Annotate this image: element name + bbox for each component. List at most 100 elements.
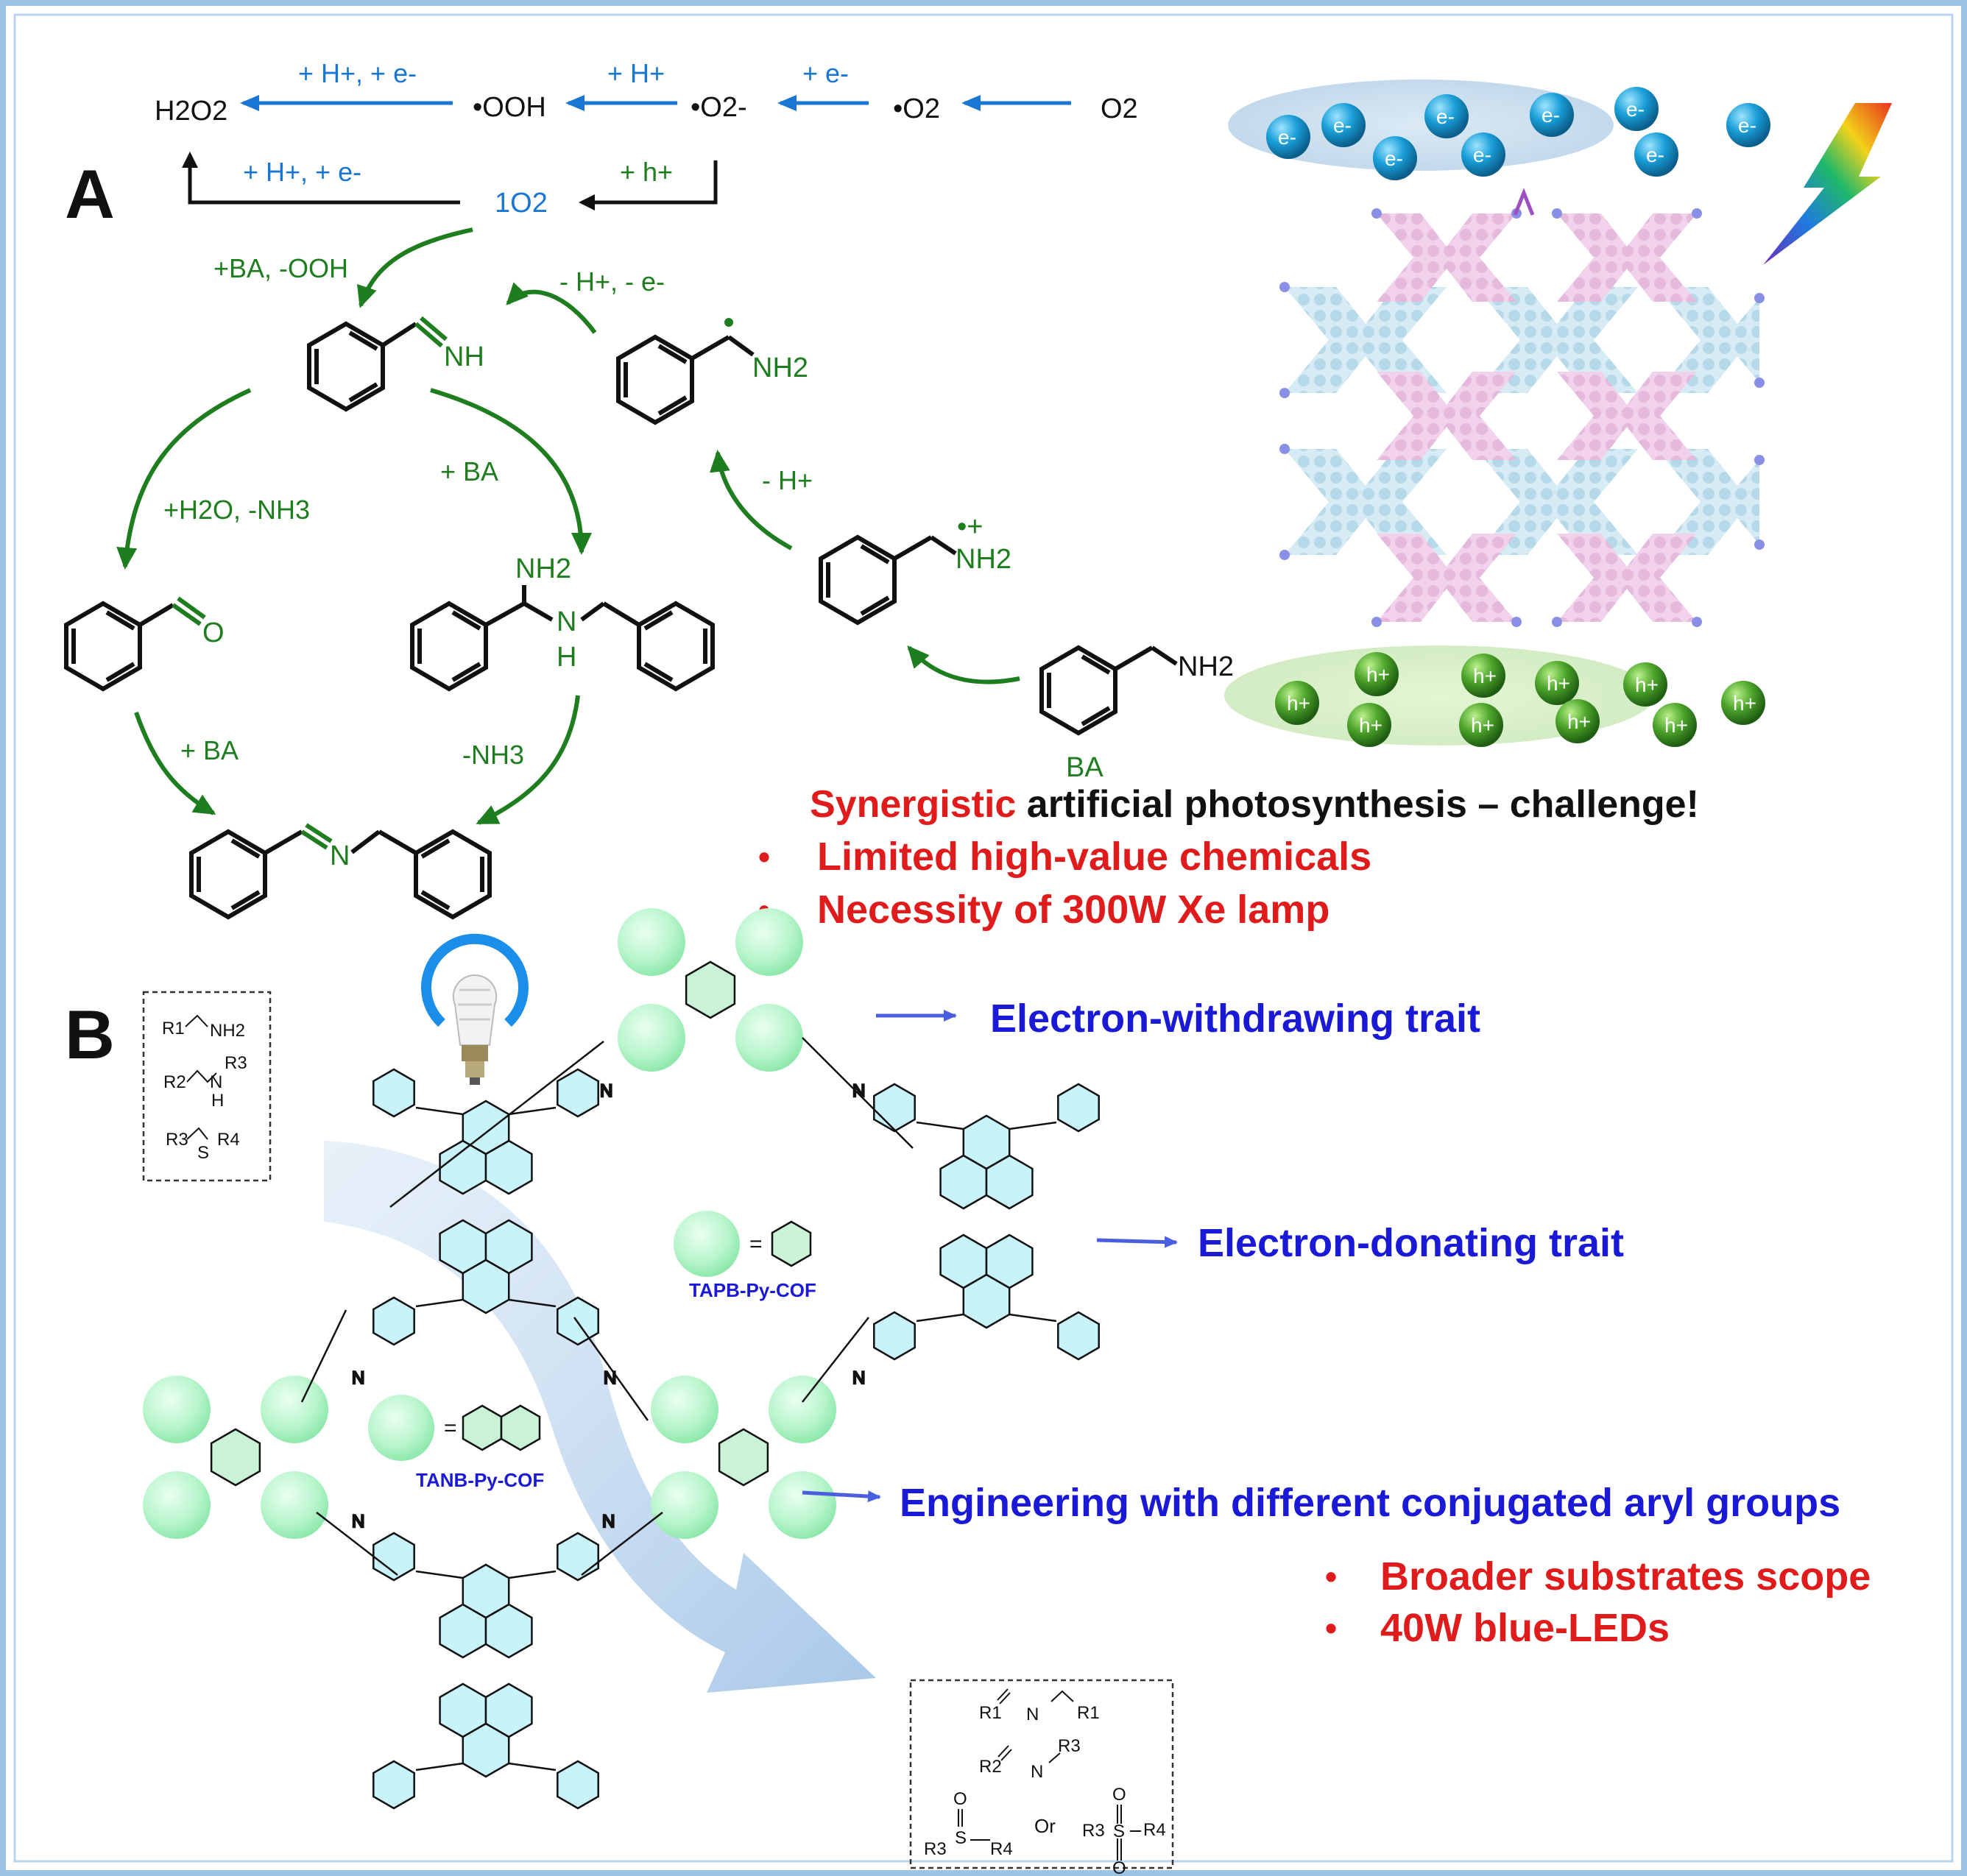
electron-sphere xyxy=(1266,115,1310,159)
aminal-h-label: H xyxy=(557,642,576,673)
bond xyxy=(573,1317,649,1421)
bond xyxy=(581,1512,663,1576)
tanb-label: TANB-Py-COF xyxy=(416,1469,544,1491)
electron-sphere xyxy=(1614,87,1659,131)
prod-r3b: R3 xyxy=(924,1839,947,1859)
phenyl-ring xyxy=(1057,1083,1100,1133)
electron-label: e- xyxy=(1436,105,1455,128)
aryl-bead xyxy=(261,1471,328,1539)
sub-n: N xyxy=(210,1072,222,1092)
imine-n-label: N xyxy=(602,1512,615,1532)
electron-label: e- xyxy=(1626,98,1645,121)
cation-nh2-label: NH2 xyxy=(956,544,1011,575)
electron-label: e- xyxy=(1738,114,1756,137)
sub-r3: R3 xyxy=(225,1053,247,1073)
challenge-bullet-1-mark: • xyxy=(758,838,770,876)
hole-label: h+ xyxy=(1471,714,1494,737)
aryl-bead xyxy=(769,1471,836,1539)
challenge-title-rest: artificial photosynthesis – challenge! xyxy=(1016,783,1699,826)
donating-trait: Electron-donating trait xyxy=(1198,1221,1624,1265)
phenyl-ring xyxy=(873,1311,916,1361)
imine-n-label: N xyxy=(604,1368,616,1388)
h2o-nh3-label: +H2O, -NH3 xyxy=(163,495,310,525)
prod-n2: N xyxy=(1031,1762,1043,1782)
electron-label: e- xyxy=(1385,147,1403,170)
linker-ring xyxy=(685,960,736,1019)
aryl-bead xyxy=(261,1376,328,1443)
step-h-e-label: + H+, + e- xyxy=(298,58,417,88)
product-n-label: N xyxy=(330,840,350,871)
lightning-bolt-icon xyxy=(1763,103,1892,265)
prod-r1b: R1 xyxy=(1077,1703,1100,1723)
o2-anion-label: •O2- xyxy=(691,92,747,123)
bond xyxy=(415,1106,463,1116)
step-e-label: + e- xyxy=(802,58,849,88)
aminal-nh2-label: NH2 xyxy=(515,553,571,584)
substrate-box xyxy=(142,991,272,1182)
prod-o2b: O xyxy=(1112,1858,1126,1876)
hole-sphere xyxy=(1623,662,1667,707)
phenyl-ring xyxy=(372,1296,415,1346)
hole-sphere xyxy=(1355,652,1399,696)
hole-sphere xyxy=(1275,681,1319,725)
pyrene-ring xyxy=(462,1259,510,1314)
bond xyxy=(1009,1121,1057,1130)
hole-label: h+ xyxy=(1664,714,1688,737)
aryl-bead xyxy=(143,1471,211,1539)
aryl-bead xyxy=(368,1395,434,1461)
h-loss-label: - H+ xyxy=(762,465,813,495)
arrow-hole-to-singlet xyxy=(579,160,718,210)
sub-r4: R4 xyxy=(217,1130,240,1150)
legend-benzene xyxy=(771,1220,812,1267)
sub-h: H xyxy=(211,1091,224,1111)
phenyl-ring xyxy=(1057,1311,1100,1361)
phenyl-ring xyxy=(557,1760,599,1810)
challenge-bullet-1: Limited high-value chemicals xyxy=(817,835,1371,879)
h2o2-label: H2O2 xyxy=(155,96,227,127)
sub-s: S xyxy=(197,1143,209,1163)
electron-sphere xyxy=(1321,103,1366,147)
electrons: e-e-e-e-e-e-e-e-e- xyxy=(1266,87,1770,180)
tapb-label: TAPB-Py-COF xyxy=(689,1279,816,1301)
electron-label: e- xyxy=(1542,104,1560,127)
engineering-trait: Engineering with different conjugated ar… xyxy=(900,1481,1840,1525)
substrate-structures xyxy=(185,1014,217,1140)
radical-dot xyxy=(724,318,733,327)
product-imine-molecule xyxy=(189,823,492,920)
imine-n-label: N xyxy=(852,1081,865,1101)
imine-n-label: N xyxy=(352,1368,364,1388)
photoreaction-swoosh xyxy=(324,1141,876,1693)
bond xyxy=(916,1121,964,1130)
hole-label: h+ xyxy=(1547,672,1570,695)
arrow-singlet-to-h2o2 xyxy=(182,152,460,205)
cation-molecule xyxy=(819,534,957,626)
prod-r4: R4 xyxy=(990,1839,1013,1859)
electron-label: e- xyxy=(1278,126,1296,149)
phenyl-ring xyxy=(372,1068,415,1118)
hole-label: h+ xyxy=(1733,692,1756,715)
arrow-ba-to-cation xyxy=(907,645,1020,684)
lightbulb-icon xyxy=(421,933,529,1085)
ba-label: BA xyxy=(1066,752,1103,783)
engineering-arrow xyxy=(802,1490,881,1503)
hole-sphere xyxy=(1721,681,1765,725)
step-h-label: + H+ xyxy=(607,58,665,88)
advantage-bullet-2: 40W blue-LEDs xyxy=(1380,1606,1670,1650)
aryl-bead xyxy=(769,1376,836,1443)
radical-nh2-label: NH2 xyxy=(752,353,808,383)
prod-o: O xyxy=(953,1789,967,1809)
hole-label: h+ xyxy=(1635,673,1659,696)
sub-r2: R2 xyxy=(163,1072,186,1092)
arrow-imine-to-aldehyde xyxy=(116,388,252,570)
aryl-bead xyxy=(651,1471,718,1539)
holes: h+h+h+h+h+h+h+h+h+h+ xyxy=(1275,652,1765,747)
phenyl-ring xyxy=(372,1760,415,1810)
hole-label: h+ xyxy=(1366,663,1390,686)
ooh-label: •OOH xyxy=(473,92,546,123)
hole-sphere xyxy=(1347,703,1391,747)
prod-r4b: R4 xyxy=(1143,1820,1166,1840)
